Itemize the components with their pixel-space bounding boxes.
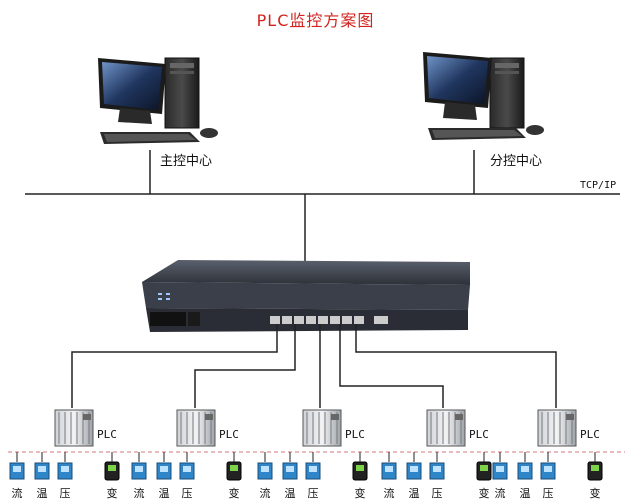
sensor-4-2-icon bbox=[406, 452, 422, 480]
sensor-3-1-icon bbox=[257, 452, 273, 480]
sensor-3-4-label: 变 bbox=[354, 487, 366, 500]
sensor-1-2-icon bbox=[34, 452, 50, 480]
sensor-2-2-label: 温 bbox=[158, 487, 170, 500]
sensor-5-3-label: 压 bbox=[542, 487, 554, 500]
sensor-5-1-label: 流 bbox=[494, 487, 506, 500]
plc-unit-4-label: PLC bbox=[469, 428, 489, 441]
sensor-5-4-icon bbox=[587, 452, 603, 481]
sensor-4-4-label: 变 bbox=[478, 487, 490, 500]
sensor-3-2-label: 温 bbox=[284, 487, 296, 500]
sub-control-label: 分控中心 bbox=[490, 154, 543, 169]
sensor-4-2-label: 温 bbox=[408, 487, 420, 500]
sensor-5-3-icon bbox=[540, 452, 556, 480]
sensor-2-4-label: 变 bbox=[228, 487, 240, 500]
sensor-units-group bbox=[9, 452, 603, 481]
plc-unit-1-icon bbox=[54, 409, 94, 447]
sensor-1-3-label: 压 bbox=[59, 487, 71, 500]
sensor-2-1-icon bbox=[131, 452, 147, 480]
sensor-1-3-icon bbox=[57, 452, 73, 480]
sensor-3-4-icon bbox=[352, 452, 368, 481]
plc-unit-3-icon bbox=[302, 409, 342, 447]
sensor-1-1-label: 流 bbox=[11, 487, 23, 500]
sensor-4-3-icon bbox=[429, 452, 445, 480]
plc-unit-1-label: PLC bbox=[97, 428, 117, 441]
sensor-5-2-icon bbox=[517, 452, 533, 480]
diagram-title: PLC监控方案图 bbox=[256, 11, 375, 30]
sensor-5-4-label: 变 bbox=[589, 487, 601, 500]
sensor-3-3-icon bbox=[305, 452, 321, 480]
plc-units-group bbox=[54, 409, 577, 447]
plc-unit-5-label: PLC bbox=[580, 428, 600, 441]
computer-sub-icon bbox=[423, 52, 544, 140]
sensor-3-2-icon bbox=[282, 452, 298, 480]
sensor-1-4-icon bbox=[104, 452, 120, 481]
sensor-1-2-label: 温 bbox=[36, 487, 48, 500]
sensor-4-3-label: 压 bbox=[431, 487, 443, 500]
sensor-2-4-icon bbox=[226, 452, 242, 481]
plc-unit-5-icon bbox=[537, 409, 577, 447]
sensor-1-1-icon bbox=[9, 452, 25, 480]
sensor-3-1-label: 流 bbox=[259, 487, 271, 500]
sensor-2-3-icon bbox=[179, 452, 195, 480]
computer-main-icon bbox=[98, 57, 218, 144]
sensor-4-1-icon bbox=[381, 452, 397, 480]
sensor-5-1-icon bbox=[492, 452, 508, 480]
switch-to-plc-wiring bbox=[71, 324, 557, 408]
plc-unit-4-icon bbox=[426, 409, 466, 447]
sensor-4-4-icon bbox=[476, 452, 492, 481]
sensor-1-4-label: 变 bbox=[106, 487, 118, 500]
tcpip-label: TCP/IP bbox=[580, 180, 617, 191]
ethernet-switch-icon bbox=[142, 260, 470, 332]
sensor-4-1-label: 流 bbox=[383, 487, 395, 500]
plc-unit-3-label: PLC bbox=[345, 428, 365, 441]
plc-unit-2-icon bbox=[176, 409, 216, 447]
sensor-2-1-label: 流 bbox=[133, 487, 145, 500]
plc-unit-2-label: PLC bbox=[219, 428, 239, 441]
main-control-label: 主控中心 bbox=[160, 154, 213, 169]
sensor-2-2-icon bbox=[156, 452, 172, 480]
sensor-5-2-label: 温 bbox=[519, 487, 531, 500]
sensor-3-3-label: 压 bbox=[307, 487, 319, 500]
sensor-2-3-label: 压 bbox=[181, 487, 193, 500]
